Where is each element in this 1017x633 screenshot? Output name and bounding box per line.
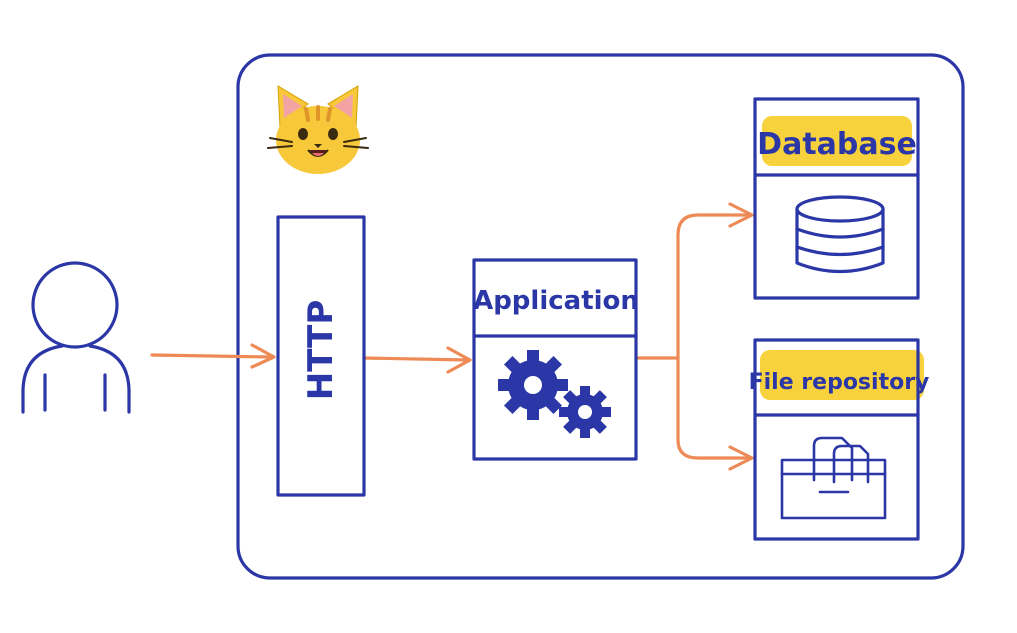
database-label: Database [757,127,917,162]
arrow-user-to-http [150,343,276,369]
user-icon [21,261,131,414]
file-box-icon [780,436,887,520]
container-box [236,53,965,580]
file-repository-label: File repository [749,370,930,395]
http-box [276,215,366,497]
file-repository-box [753,338,920,541]
http-label: HTTP [301,300,341,401]
database-highlight [762,116,912,166]
database-icon [795,195,885,274]
arrow-http-to-application [362,346,472,374]
database-box [753,97,920,300]
arrow-application-to-storage [636,202,754,471]
application-box [472,258,638,461]
file-repository-highlight [760,350,924,400]
cat-face-icon [267,85,369,174]
application-label: Application [473,286,639,316]
gears-icon [498,350,611,438]
